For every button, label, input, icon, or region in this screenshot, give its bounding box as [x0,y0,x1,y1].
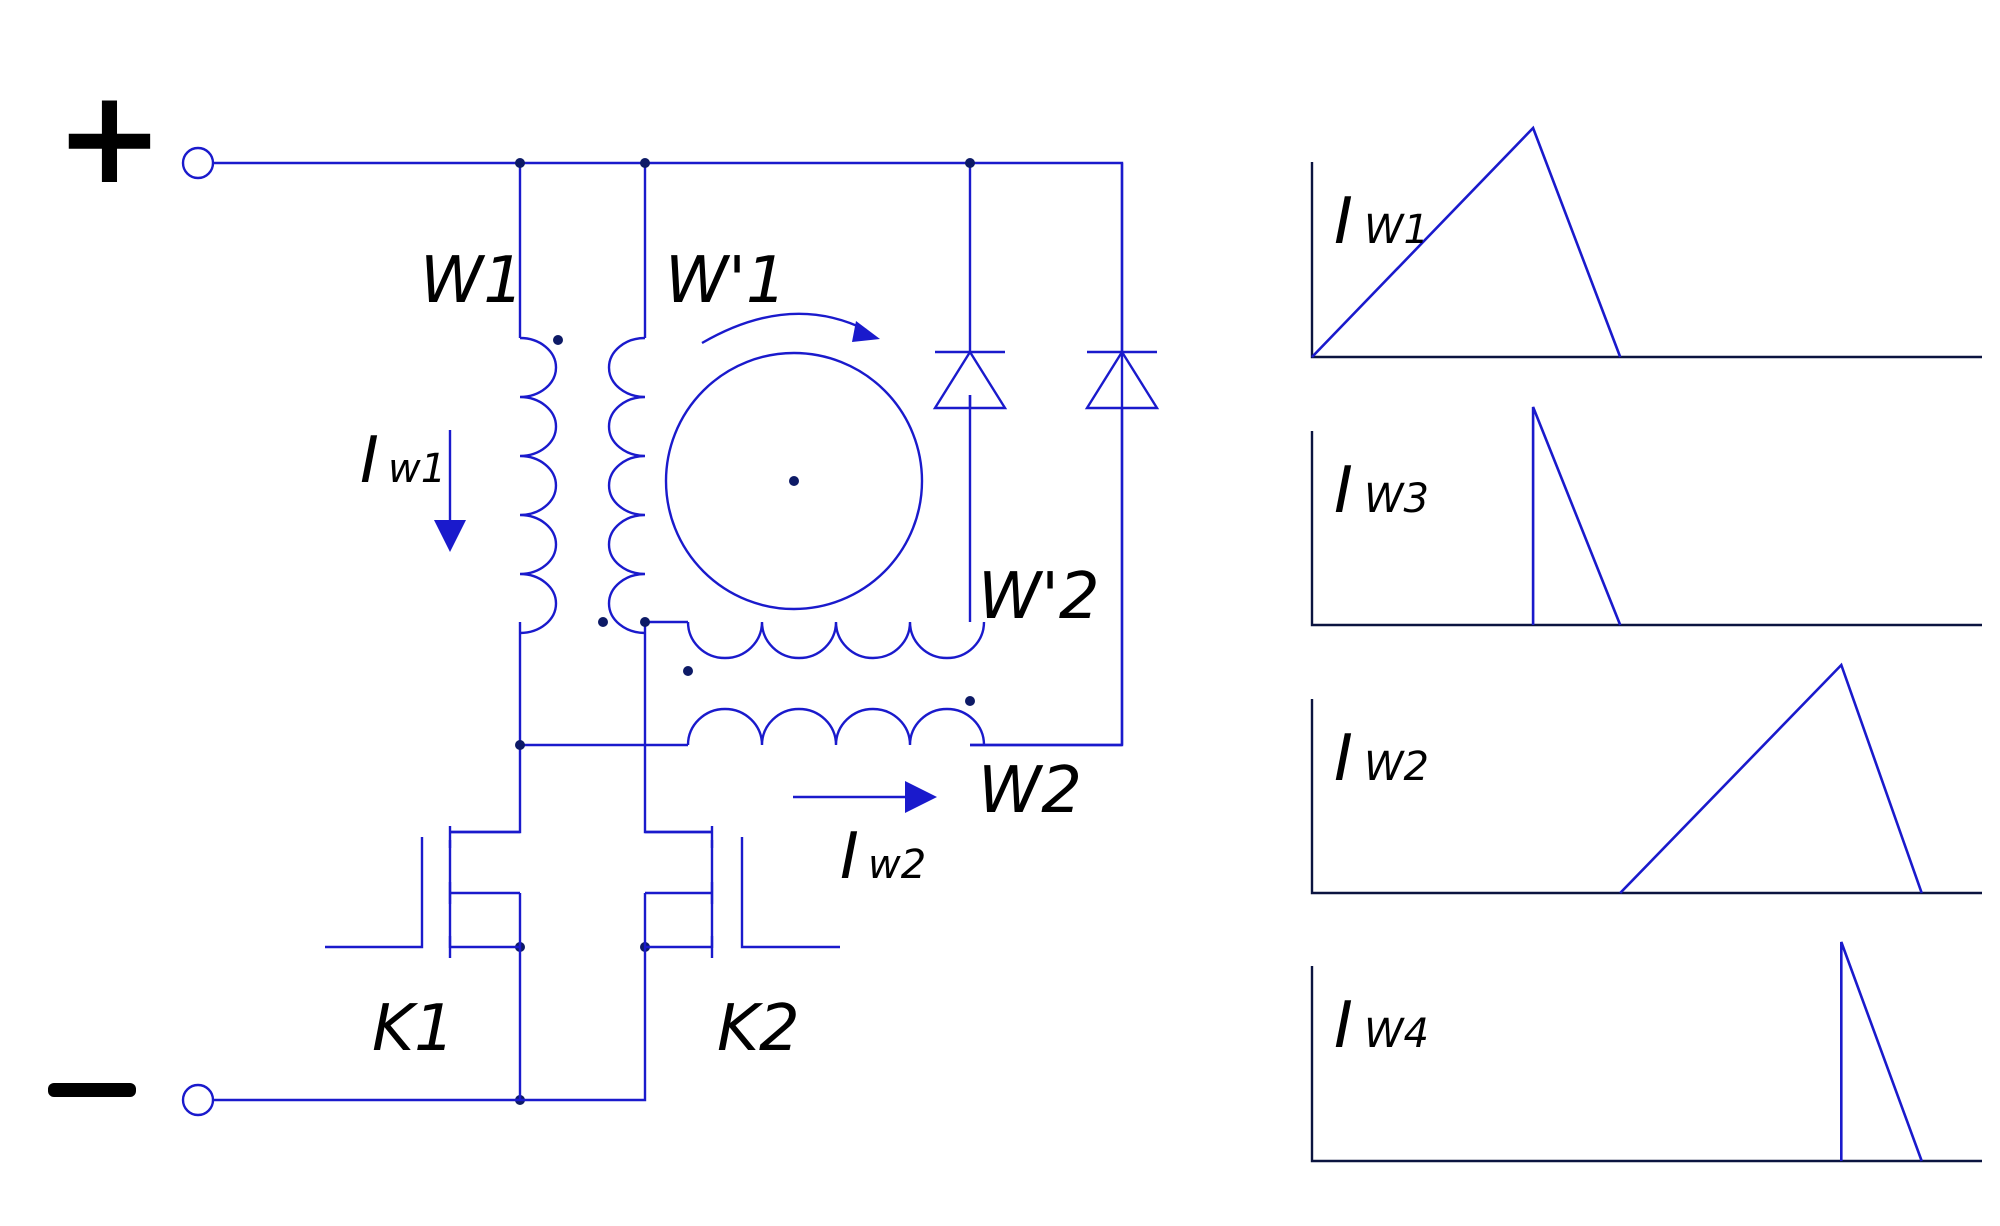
waveform-axes [1310,699,1982,895]
label-w2: W2 [978,754,1082,828]
junction [515,158,525,168]
coil-w2-prime [686,621,986,660]
waveform-label-main: I [1334,989,1353,1063]
label-k2: K2 [717,992,800,1066]
waveform-label-sub: W3 [1364,476,1429,522]
iw1-arrow-icon [434,520,466,552]
rotor-center [789,476,799,486]
waveform-label-sub: W4 [1364,1011,1429,1057]
transistor-k1 [325,826,522,1100]
waveform-label-main: I [1334,185,1353,259]
w1-wire-bottom [450,622,522,834]
junction [965,158,975,168]
waveform-label-main: I [1334,454,1353,528]
w1-prime-wire-bottom [643,622,712,834]
polarity-dot [965,696,975,706]
waveform-axes [1310,966,1982,1163]
label-iw1-main: I [360,424,379,498]
rotation-arc [701,312,867,345]
waveform-w4 [1840,941,1923,1162]
waveform-w3 [1531,406,1622,626]
coil-w1-prime [607,336,646,635]
minus-terminal-bar [48,1083,136,1097]
junction [640,158,650,168]
plus-terminal [181,146,215,180]
iw2-arrow-icon [905,781,937,813]
rotor [664,351,924,611]
waveform-label-sub: W2 [1364,744,1429,790]
waveform-w1 [1311,125,1622,358]
coil-w1 [519,336,558,635]
polarity-dot [598,617,608,627]
waveform-axes [1310,162,1982,359]
transistor-k2 [520,826,840,1102]
label-k1: K1 [372,992,455,1066]
plus-terminal-label: + [55,61,164,213]
label-w1: W1 [420,244,524,318]
junction [515,740,525,750]
waveform-label-main: I [1334,722,1353,796]
label-w2-prime: W'2 [978,560,1100,634]
label-iw2-main: I [840,820,859,894]
minus-terminal [181,1083,215,1117]
rotation-arrow-icon [852,321,880,342]
label-w1-prime: W'1 [665,244,787,318]
junction [640,617,650,627]
label-iw1-sub: w1 [388,446,446,492]
waveform-label-sub: W1 [1364,207,1429,253]
polarity-dot [683,666,693,676]
coil-w2 [686,707,986,746]
waveform-w2 [1619,662,1923,894]
waveform-axes [1310,431,1982,627]
polarity-dot [553,335,563,345]
label-iw2-sub: w2 [868,842,926,888]
